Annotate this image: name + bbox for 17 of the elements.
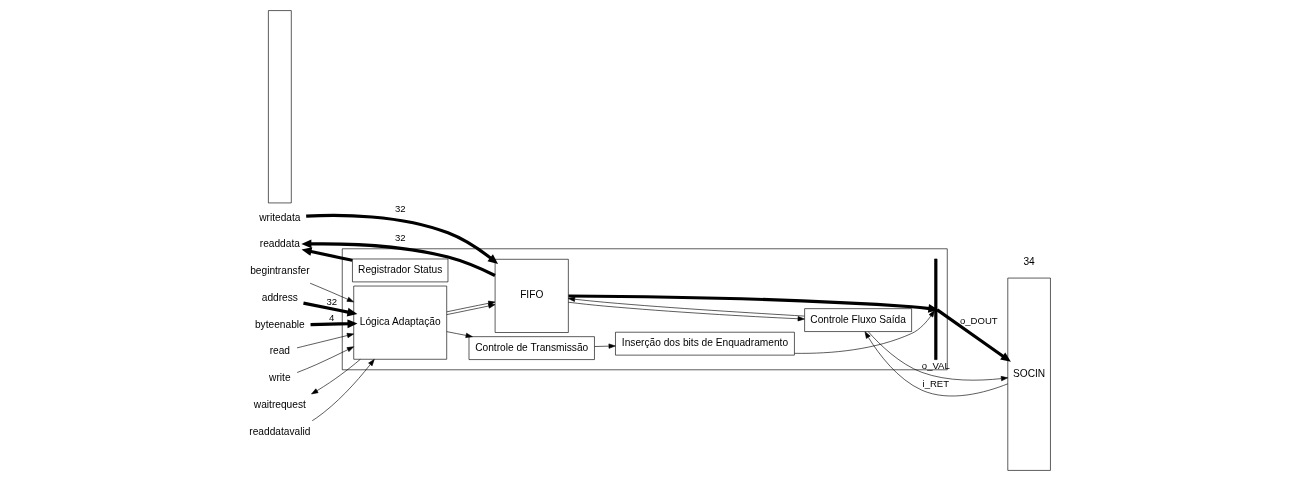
edge-label: 32 [394, 203, 406, 215]
edge-label: 4 [328, 312, 334, 324]
node-text: address [261, 291, 298, 303]
node-text: readdata [259, 238, 300, 250]
node-text: writedata [258, 211, 300, 223]
label: 34 [1022, 256, 1035, 268]
edge-label: i_RET [922, 377, 949, 389]
node-text: read [269, 345, 290, 357]
edge-label: 32 [394, 232, 406, 244]
node-text: write [268, 372, 291, 384]
node-text: byteenable [254, 318, 305, 330]
node-text: waitrequest [253, 398, 306, 410]
edge-label: o_DOUT [959, 314, 998, 326]
node-text: begintransfer [249, 265, 310, 277]
edge-label: o_VAL [921, 360, 950, 372]
node-text: readdatavalid [248, 425, 310, 437]
edge-label: 32 [325, 296, 337, 308]
